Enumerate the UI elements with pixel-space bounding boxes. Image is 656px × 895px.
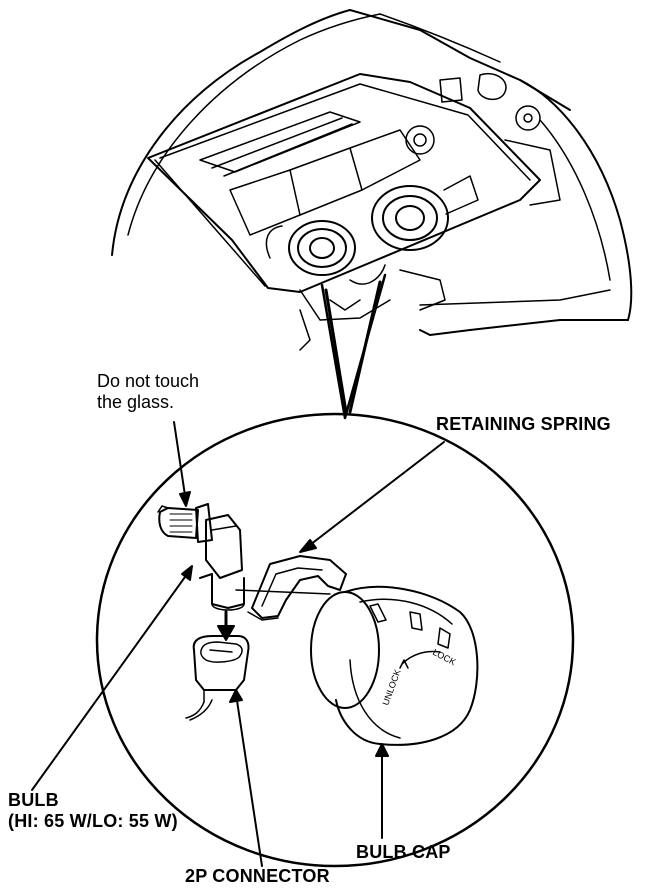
bulb-label-line1: BULB xyxy=(8,790,59,810)
bulb xyxy=(157,503,331,611)
detail-circle xyxy=(95,412,575,868)
glass-warning-note: Do not touch the glass. xyxy=(97,371,199,412)
bulb-label-line2: (HI: 65 W/LO: 55 W) xyxy=(8,810,178,831)
bulb-cap-label: BULB CAP xyxy=(356,842,451,862)
retaining-spring xyxy=(247,555,347,621)
bulb-cap xyxy=(310,585,479,746)
connect-arrow xyxy=(217,610,235,641)
leader-lines xyxy=(31,421,445,867)
glass-warning-line2: the glass. xyxy=(97,391,175,412)
cap-unlock-text: UNLOCK xyxy=(380,668,402,707)
engine-bay-illustration xyxy=(111,9,633,351)
bulb-label: BULB (HI: 65 W/LO: 55 W) xyxy=(8,790,178,831)
retaining-spring-label: RETAINING SPRING xyxy=(436,414,611,434)
two-pin-connector xyxy=(185,635,250,721)
callout-beam xyxy=(320,273,387,420)
connector-label: 2P CONNECTOR xyxy=(185,866,330,886)
glass-warning-line1: Do not touch xyxy=(97,371,200,391)
cap-lock-text: LOCK xyxy=(431,647,457,667)
